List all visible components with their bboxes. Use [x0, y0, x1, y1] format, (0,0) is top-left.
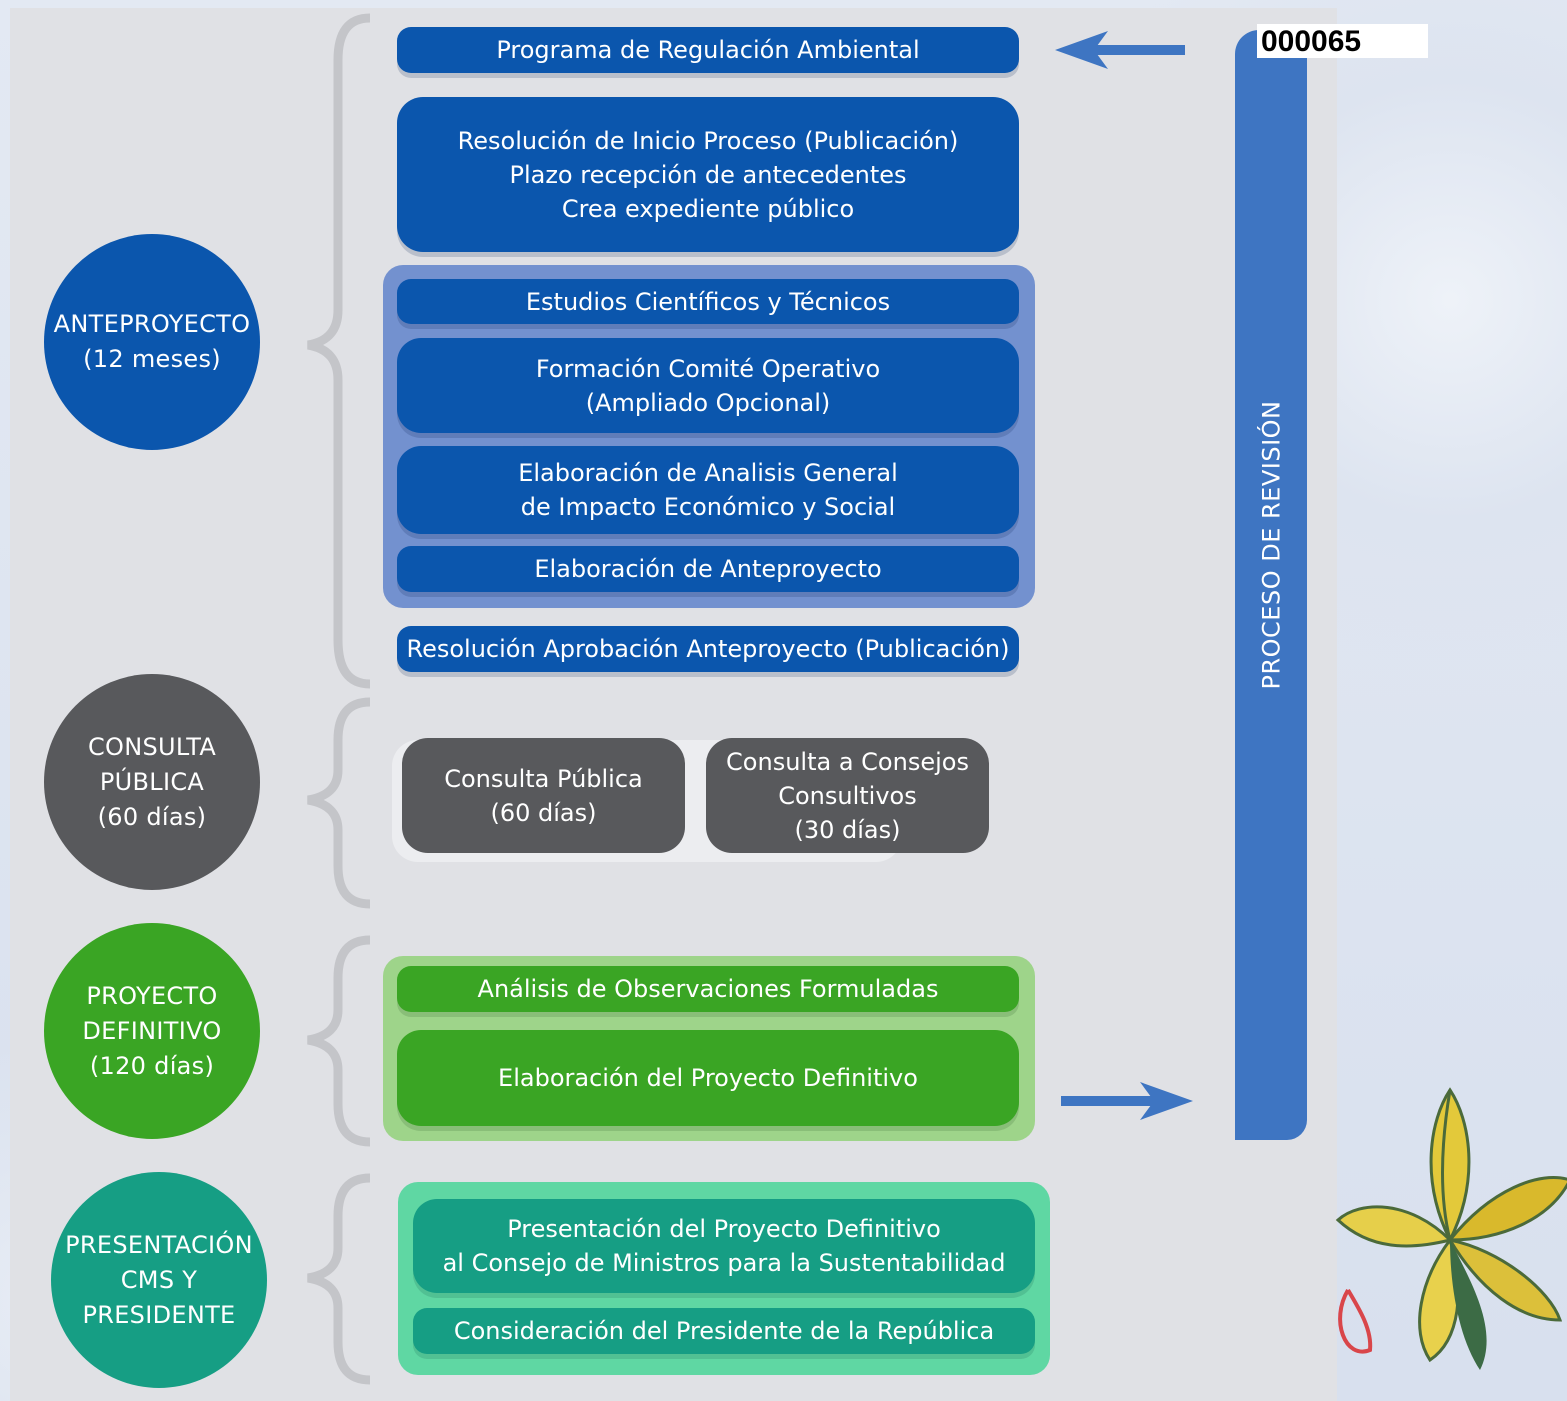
phase-label-line: (12 meses) [83, 345, 221, 373]
box-text: Elaboración del Proyecto Definitivo [498, 1064, 918, 1092]
box-text: (60 días) [490, 798, 597, 827]
consulta-consejos-box: Consulta a Consejos Consultivos (30 días… [706, 738, 989, 853]
phase-label-line: PRESIDENTE [82, 1300, 236, 1329]
phase-label-line: CMS Y [120, 1265, 198, 1294]
elaboracion-anteproyecto-box: Elaboración de Anteproyecto [397, 546, 1019, 592]
phase-label-line: (60 días) [97, 802, 207, 831]
box-text: Programa de Regulación Ambiental [496, 36, 920, 64]
phase-anteproyecto-circle: ANTEPROYECTO (12 meses) [44, 234, 260, 450]
consulta-publica-box: Consulta Pública (60 días) [402, 738, 685, 853]
box-text: al Consejo de Ministros para la Sustenta… [442, 1249, 1006, 1277]
box-text: Consideración del Presidente de la Repúb… [453, 1317, 995, 1345]
box-text: Plazo recepción de antecedentes [509, 160, 907, 189]
box-text: Análisis de Observaciones Formuladas [477, 975, 939, 1003]
resolucion-aprobacion-box: Resolución Aprobación Anteproyecto (Publ… [397, 626, 1019, 672]
phase-proyecto-circle: PROYECTO DEFINITIVO (120 días) [44, 923, 260, 1139]
box-text: Resolución de Inicio Proceso (Publicació… [457, 126, 959, 155]
phase-label-line: (120 días) [89, 1051, 215, 1080]
arrow-left-icon [1055, 31, 1185, 69]
analisis-observaciones-box: Análisis de Observaciones Formuladas [397, 966, 1019, 1012]
box-text: Consulta Pública [444, 764, 643, 793]
revision-bar [1235, 30, 1307, 1140]
phase-consulta-circle: CONSULTA PÚBLICA (60 días) [44, 674, 260, 890]
analisis-impacto-box: Elaboración de Analisis General de Impac… [397, 446, 1019, 534]
box-text: (30 días) [794, 815, 901, 844]
phase-label-line: DEFINITIVO [82, 1016, 222, 1045]
box-text: Formación Comité Operativo [535, 354, 881, 383]
phase-presentacion-circle: PRESENTACIÓN CMS Y PRESIDENTE [51, 1172, 267, 1388]
box-text: Crea expediente público [561, 194, 855, 223]
presentacion-consejo-box: Presentación del Proyecto Definitivo al … [413, 1199, 1035, 1293]
revision-label-text: PROCESO DE REVISIÓN [1257, 400, 1286, 690]
box-text: Resolución Aprobación Anteproyecto (Publ… [406, 635, 1010, 663]
bracket-consulta [307, 697, 371, 909]
box-text: Consulta a Consejos [726, 747, 969, 776]
phase-label-line: CONSULTA [87, 732, 217, 761]
revision-label: PROCESO DE REVISIÓN [1235, 30, 1307, 1140]
phase-label-line: ANTEPROYECTO [53, 310, 251, 338]
estudios-box: Estudios Científicos y Técnicos [397, 279, 1019, 324]
box-text: Estudios Científicos y Técnicos [525, 287, 891, 316]
elaboracion-definitivo-box: Elaboración del Proyecto Definitivo [397, 1030, 1019, 1126]
bracket-anteproyecto [307, 13, 371, 689]
box-text: (Ampliado Opcional) [585, 388, 831, 417]
box-text: Presentación del Proyecto Definitivo [507, 1215, 941, 1243]
box-text: Elaboración de Analisis General [518, 459, 898, 487]
box-text: Elaboración de Anteproyecto [534, 555, 882, 583]
programa-regulacion-box: Programa de Regulación Ambiental [397, 27, 1019, 73]
resolucion-inicio-box: Resolución de Inicio Proceso (Publicació… [397, 97, 1019, 252]
arrow-right-icon [1061, 1082, 1193, 1120]
comite-box: Formación Comité Operativo (Ampliado Opc… [397, 338, 1019, 433]
page-number: 000065 [1257, 24, 1428, 58]
phase-label-line: PROYECTO [86, 981, 218, 1010]
box-text: Consultivos [778, 781, 917, 810]
phase-label-line: PRESENTACIÓN [65, 1230, 253, 1259]
bracket-presentacion [307, 1173, 371, 1385]
phase-label-line: PÚBLICA [99, 767, 205, 796]
bracket-proyecto [307, 935, 371, 1147]
box-text: de Impacto Económico y Social [520, 493, 896, 521]
presidente-box: Consideración del Presidente de la Repúb… [413, 1308, 1035, 1354]
